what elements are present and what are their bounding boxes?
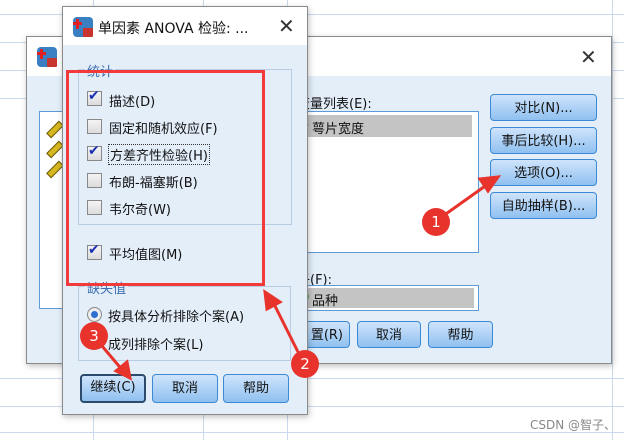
cancel-button[interactable]: 取消 — [152, 374, 218, 403]
title-bar: 单因素 ANOVA 检验: ... ✕ — [63, 7, 307, 45]
means-plot-checkbox[interactable] — [87, 242, 102, 260]
watermark: CSDN @智子、 — [530, 418, 617, 432]
list-item[interactable]: 萼片宽度 — [295, 115, 472, 137]
welch-checkbox[interactable] — [87, 200, 102, 215]
factor-field[interactable]: 品种 — [297, 285, 479, 311]
arrow-1 — [442, 182, 489, 218]
bootstrap-button[interactable]: 自助抽样(B)... — [490, 192, 597, 219]
descriptive-checkbox[interactable] — [87, 88, 102, 106]
dialog-title: 单因素 ANOVA 检验: ... — [98, 21, 249, 37]
help-button[interactable]: 帮助 — [223, 374, 289, 403]
highlight-box — [66, 70, 265, 286]
annotation-badge-3: 3 — [80, 322, 108, 350]
continue-button[interactable]: 继续(C) — [80, 374, 146, 403]
annotation-badge-1: 1 — [422, 208, 450, 236]
homogeneity-test-checkbox[interactable] — [87, 143, 102, 161]
post-hoc-button[interactable]: 事后比较(H)... — [490, 127, 597, 154]
help-button[interactable]: 帮助 — [428, 321, 493, 348]
arrow-3-head — [113, 359, 133, 381]
options-dialog: 单因素 ANOVA 检验: ... ✕ 统计 描述(D) 固定和随机效应(F) … — [62, 6, 308, 415]
arrow-2-head — [263, 288, 283, 312]
options-button[interactable]: 选项(O)... — [490, 159, 597, 186]
close-icon[interactable]: ✕ — [580, 45, 597, 69]
arrow-1-head — [477, 175, 502, 194]
brown-forsythe-checkbox[interactable] — [87, 173, 102, 188]
dependent-list[interactable]: 萼片宽度 — [295, 111, 479, 253]
variable-list-label: 变量列表(E): — [297, 97, 372, 112]
fixed-random-effects-checkbox[interactable] — [87, 119, 102, 134]
arrow-2 — [270, 299, 300, 353]
app-icon — [37, 47, 57, 67]
close-icon[interactable]: ✕ — [278, 14, 295, 38]
exclude-analysis-radio[interactable] — [87, 307, 102, 322]
contrast-button[interactable]: 对比(N)... — [490, 94, 597, 121]
app-icon — [73, 17, 93, 37]
annotation-badge-2: 2 — [291, 350, 319, 378]
cancel-button[interactable]: 取消 — [357, 321, 421, 348]
